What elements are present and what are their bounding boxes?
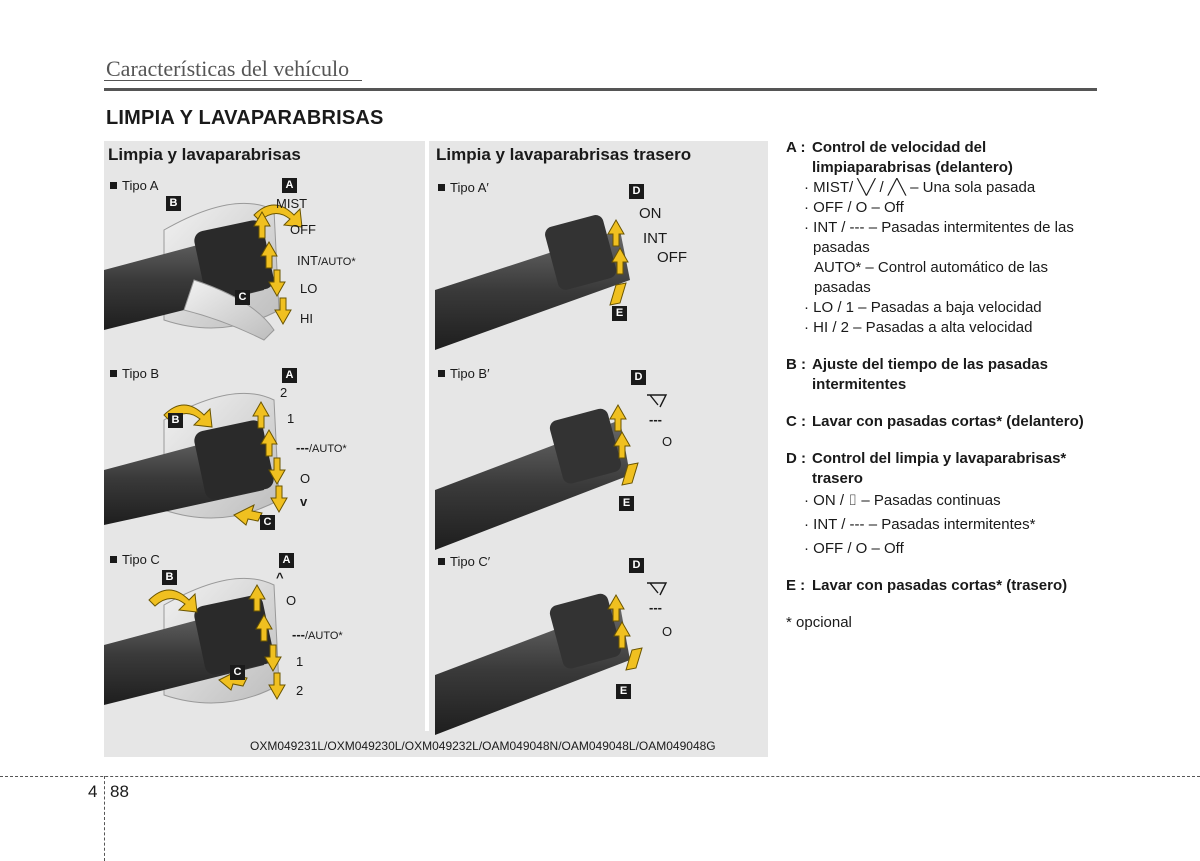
label-mist: MIST: [276, 196, 307, 211]
chapter-underline: [104, 80, 362, 81]
label-int-auto: ---/AUTO*: [296, 440, 347, 455]
label-int: ---: [649, 600, 662, 615]
rear-panel-title: Limpia y lavaparabrisas trasero: [436, 145, 691, 165]
legend-item-e: E :Lavar con pasadas cortas* (trasero): [786, 576, 1098, 596]
rear-wiper-icon: [646, 581, 668, 599]
badge-d: D: [629, 558, 644, 573]
chapter-title: Características del vehículo: [106, 56, 349, 82]
section-title: LIMPIA Y LAVAPARABRISAS: [106, 107, 384, 130]
label-1: 1: [296, 654, 303, 669]
label-1: 1: [287, 411, 294, 426]
label-int-auto: INT/AUTO*: [297, 253, 356, 268]
rear-tipo-a-stalk: [435, 213, 630, 350]
label-2: 2: [296, 683, 303, 698]
rear-tipo-c-stalk: [435, 592, 630, 735]
section-number: 4: [88, 782, 97, 802]
badge-a: A: [282, 178, 297, 193]
front-tipo-a-stalk: [104, 203, 279, 340]
legend-item-a: A :Control de velocidad del limpiaparabr…: [786, 138, 1098, 338]
badge-c: C: [230, 665, 245, 680]
label-hi: HI: [300, 311, 313, 326]
label-mist-caret: ^: [276, 570, 284, 585]
badge-e: E: [616, 684, 631, 699]
badge-b: B: [162, 570, 177, 585]
footer-divider: [104, 776, 105, 861]
front-panel-title: Limpia y lavaparabrisas: [108, 145, 301, 165]
label-lo: LO: [300, 281, 317, 296]
badge-a: A: [279, 553, 294, 568]
legend-item-d: D :Control del limpia y lavaparabrisas* …: [786, 449, 1098, 559]
label-int: INT: [643, 230, 667, 247]
label-o: O: [300, 471, 310, 486]
rear-illustrations: [430, 190, 670, 750]
label-o: O: [286, 593, 296, 608]
badge-a: A: [282, 368, 297, 383]
badge-d: D: [631, 370, 646, 385]
badge-c: C: [260, 515, 275, 530]
front-illustrations: [104, 190, 424, 750]
footer-rule: [0, 776, 1200, 777]
legend-item-b: B :Ajuste del tiempo de las pasadas inte…: [786, 355, 1098, 395]
figure-caption: OXM049231L/OXM049230L/OXM049232L/OAM0490…: [250, 739, 716, 753]
figure-divider: [425, 141, 429, 731]
label-off: OFF: [657, 249, 687, 266]
badge-e: E: [612, 306, 627, 321]
label-on: ON: [639, 205, 662, 222]
legend-item-c: C :Lavar con pasadas cortas* (delantero): [786, 412, 1098, 432]
label-int-auto: ---/AUTO*: [292, 627, 343, 642]
rear-wiper-icon: [646, 393, 668, 411]
page-number: 88: [110, 782, 129, 802]
badge-e: E: [619, 496, 634, 511]
header-rule: [104, 88, 1097, 91]
badge-b: B: [166, 196, 181, 211]
label-o: O: [662, 624, 672, 639]
label-off: OFF: [290, 222, 316, 237]
badge-d: D: [629, 184, 644, 199]
badge-c: C: [235, 290, 250, 305]
label-mist-v: v: [300, 494, 307, 509]
label-2: 2: [280, 385, 287, 400]
label-o: O: [662, 434, 672, 449]
optional-note: * opcional: [786, 613, 1098, 633]
label-int: ---: [649, 412, 662, 427]
badge-b: B: [168, 413, 183, 428]
rear-tipo-b-stalk: [435, 407, 630, 550]
legend: A :Control de velocidad del limpiaparabr…: [786, 138, 1098, 633]
